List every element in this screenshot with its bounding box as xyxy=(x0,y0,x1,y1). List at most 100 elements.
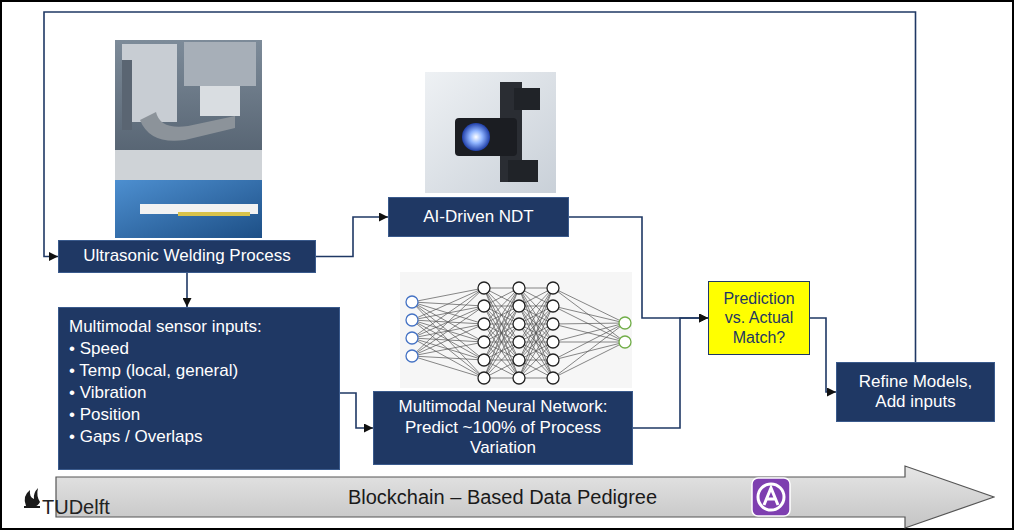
neuron xyxy=(547,318,559,330)
list-item: • Vibration xyxy=(69,382,329,404)
network-link xyxy=(553,323,625,324)
list-item: • Gaps / Overlaps xyxy=(69,426,329,448)
neuron xyxy=(547,336,559,348)
arrow-outline xyxy=(56,466,994,528)
network-link xyxy=(553,324,625,342)
network-link xyxy=(412,288,484,356)
neuron xyxy=(513,318,525,330)
flow-connector xyxy=(633,318,708,428)
flame-symbol xyxy=(25,488,40,507)
camera-body xyxy=(455,118,517,156)
process-box: AI-Driven NDT xyxy=(388,197,569,237)
node-text: Multimodal sensor inputs: xyxy=(69,316,329,338)
network-link xyxy=(412,320,484,378)
network-link xyxy=(553,323,625,360)
network-link xyxy=(553,323,625,378)
neuron xyxy=(478,354,490,366)
neuron xyxy=(619,317,631,329)
network-link xyxy=(412,342,484,356)
neuron xyxy=(547,300,559,312)
neuron xyxy=(478,282,490,294)
network-link xyxy=(553,288,625,323)
process-box: Ultrasonic Welding Process xyxy=(58,240,316,273)
picture-ground xyxy=(400,272,632,388)
node-text: AI-Driven NDT xyxy=(397,207,560,227)
network-link xyxy=(412,320,484,360)
blue-light xyxy=(115,180,262,238)
camera-part xyxy=(508,160,538,182)
node-text: Multimodal Neural Network: Predict ~100%… xyxy=(382,397,624,458)
network-link xyxy=(412,338,484,360)
network-link xyxy=(553,288,625,342)
flow-connector xyxy=(316,217,388,257)
neuron xyxy=(513,300,525,312)
neuron xyxy=(513,282,525,294)
network-link xyxy=(412,288,484,302)
neuron xyxy=(547,354,559,366)
neuron xyxy=(406,296,418,308)
neuron xyxy=(547,282,559,294)
node-text: Prediction vs. Actual Match? xyxy=(713,289,805,347)
pedigree-logo xyxy=(751,477,791,517)
network-link xyxy=(412,288,484,320)
camera-lens xyxy=(462,123,490,151)
neuron xyxy=(513,336,525,348)
network-link xyxy=(484,288,519,378)
flow-connector xyxy=(186,273,188,307)
network-graph xyxy=(406,282,631,384)
flame-base xyxy=(24,506,40,508)
neuron xyxy=(513,372,525,384)
network-link xyxy=(484,324,519,378)
machine-part xyxy=(184,42,256,86)
network-link xyxy=(412,356,484,378)
photo-ground xyxy=(115,40,262,238)
neuron xyxy=(619,336,631,348)
network-link xyxy=(412,306,484,356)
neuron xyxy=(478,336,490,348)
list-item: • Position xyxy=(69,404,329,426)
network-link xyxy=(519,288,553,378)
logo-letter-shape xyxy=(764,488,778,505)
input-list-box: Multimodal sensor inputs:• Speed• Temp (… xyxy=(58,307,340,470)
node-text: Blockchain – Based Data Pedigree xyxy=(348,486,657,509)
network-link xyxy=(412,288,484,338)
network-link xyxy=(553,342,625,360)
list-item: • Speed xyxy=(69,338,329,360)
neuron xyxy=(478,318,490,330)
process-box: Multimodal Neural Network: Predict ~100%… xyxy=(373,391,633,465)
photo-ground xyxy=(425,72,556,193)
logo-text: TUDelft xyxy=(42,496,110,519)
neuron xyxy=(513,354,525,366)
neuron xyxy=(547,372,559,384)
network-link xyxy=(412,338,484,378)
process-box: Refine Models, Add inputs xyxy=(836,362,995,422)
welding-horn xyxy=(200,86,240,116)
neuron xyxy=(478,300,490,312)
flow-connector xyxy=(810,318,836,392)
list-item: • Temp (local, general) xyxy=(69,360,329,382)
node-text: Refine Models, Add inputs xyxy=(845,372,986,413)
decision-box: Prediction vs. Actual Match? xyxy=(708,281,810,355)
node-text: Ultrasonic Welding Process xyxy=(67,246,307,266)
clamp-arm xyxy=(140,112,235,141)
data-pedigree-arrow: Blockchain – Based Data Pedigree xyxy=(55,465,995,529)
flow-connector xyxy=(340,393,373,428)
network-link xyxy=(519,324,553,378)
logo-ring xyxy=(758,484,784,510)
machine-post xyxy=(122,60,132,130)
network-link xyxy=(412,302,484,360)
network-link xyxy=(553,306,625,323)
camera-part xyxy=(514,88,540,110)
logo-ground xyxy=(752,478,790,516)
specimen-tape xyxy=(178,212,250,216)
network-link xyxy=(553,306,625,342)
network-link xyxy=(412,324,484,356)
neuron xyxy=(406,332,418,344)
neuron xyxy=(478,372,490,384)
neuron xyxy=(406,314,418,326)
network-link xyxy=(553,323,625,342)
flow-connector xyxy=(569,217,708,318)
welding-table xyxy=(115,150,262,180)
